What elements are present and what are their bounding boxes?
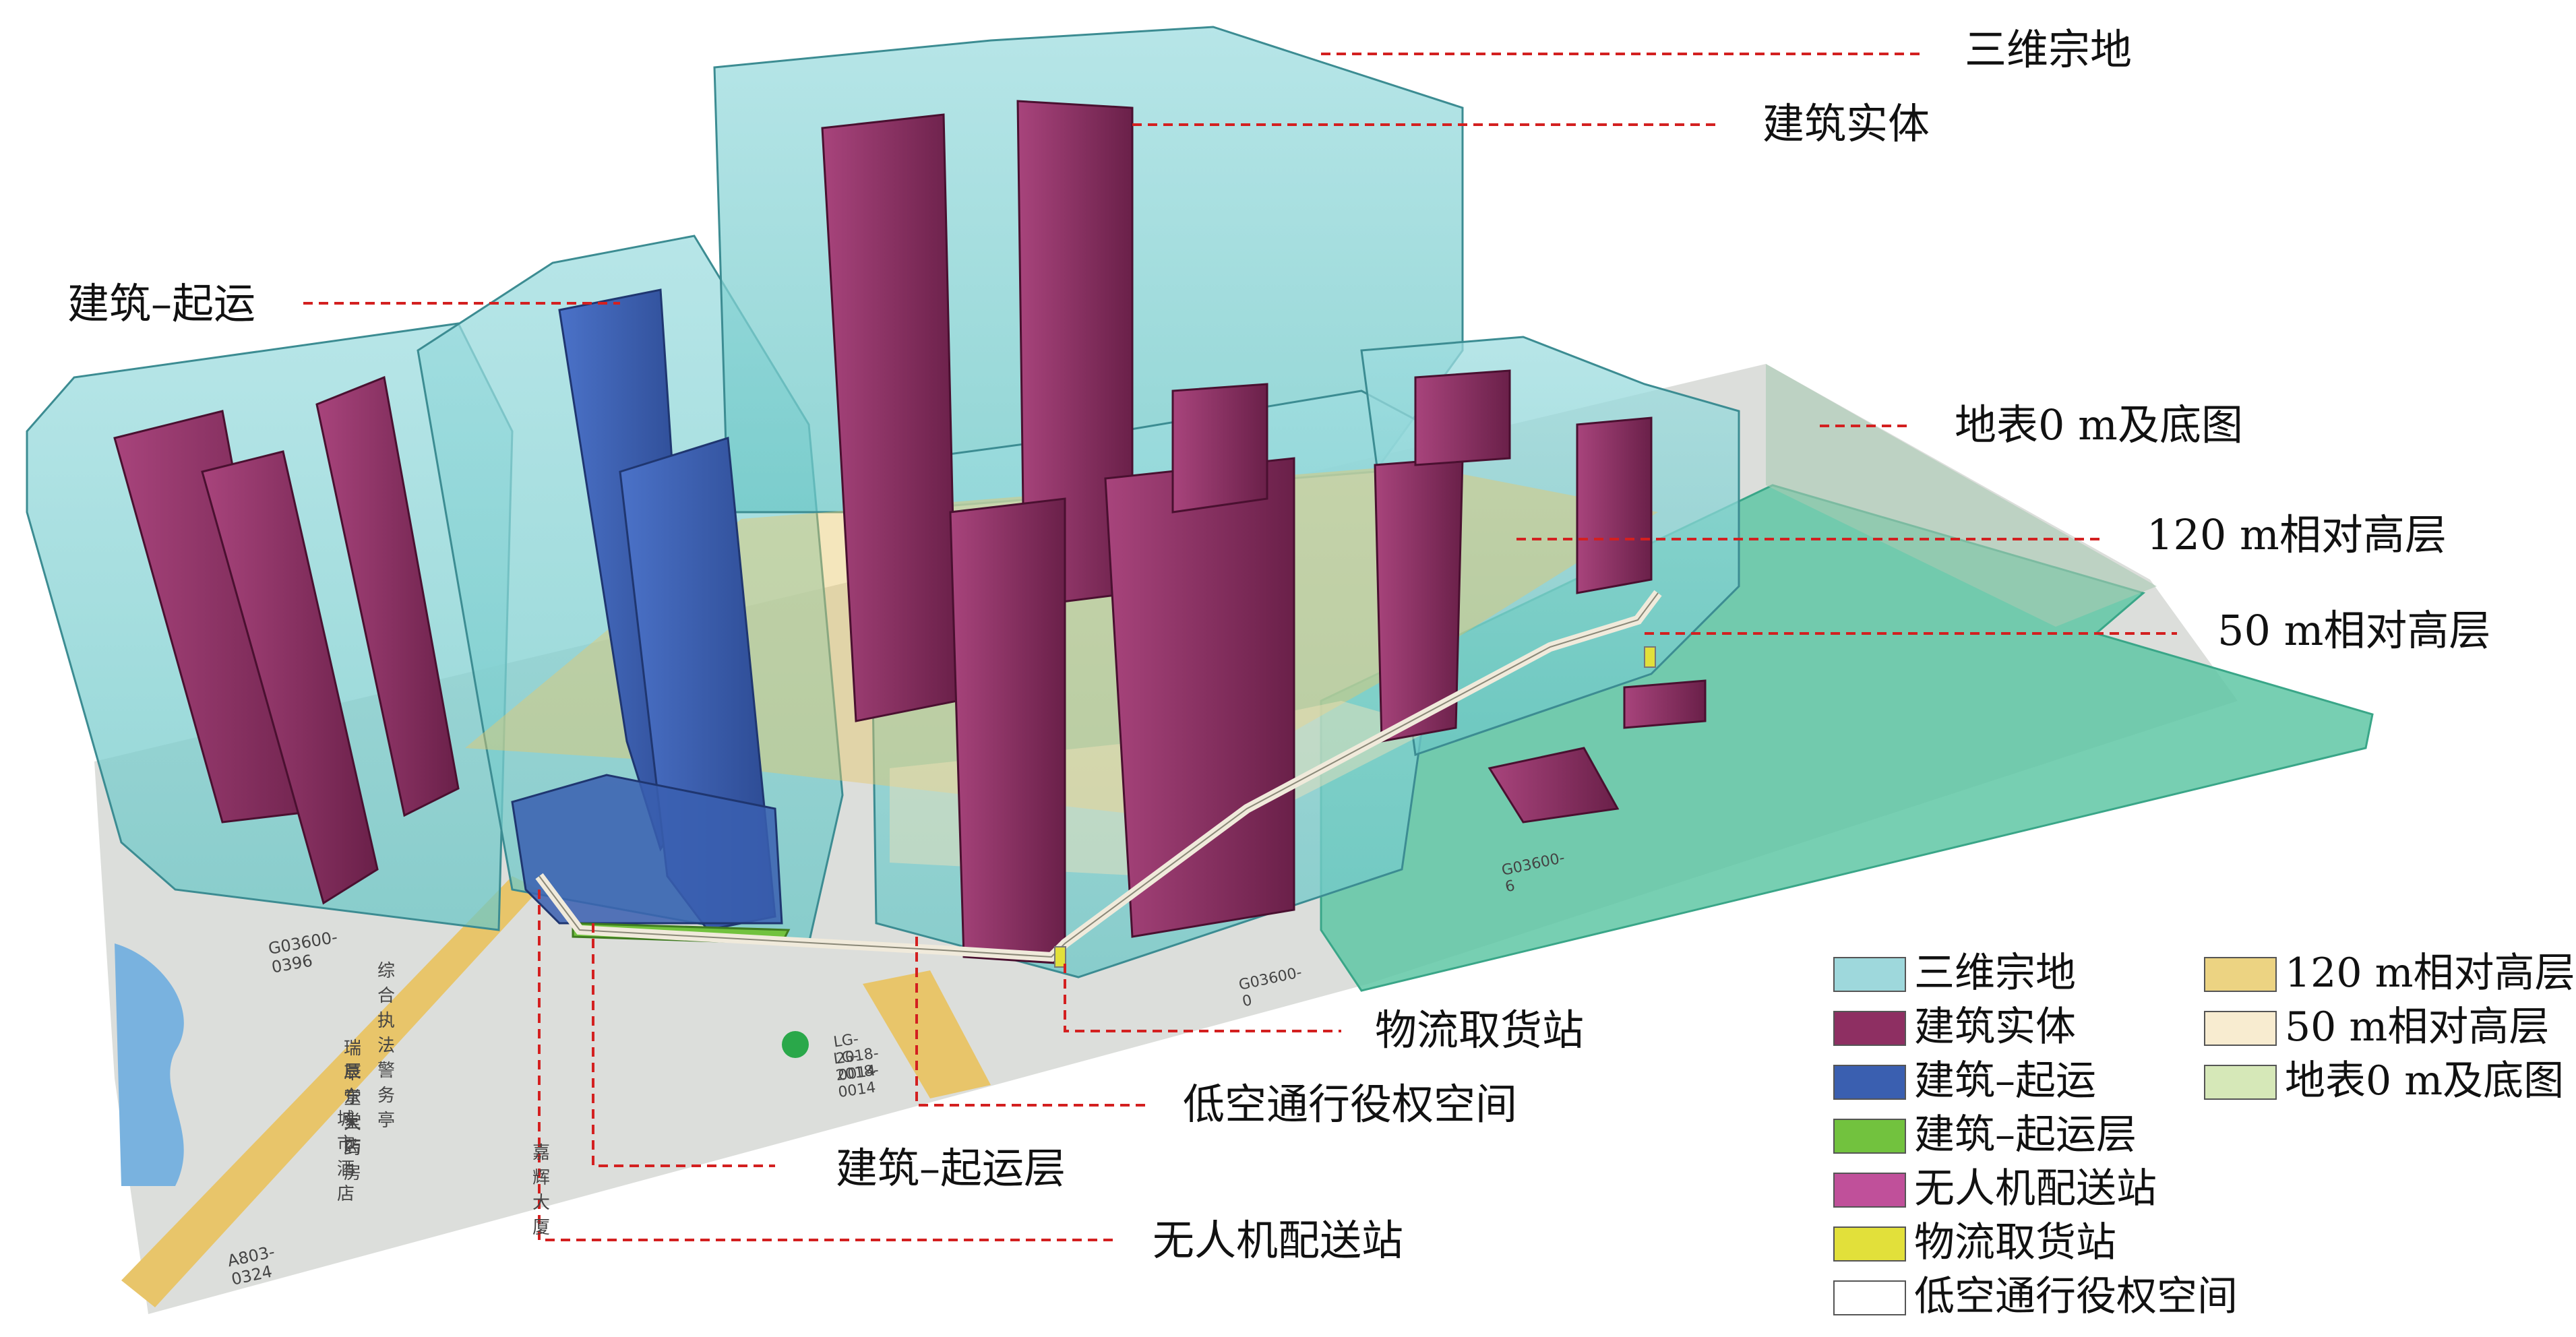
callout-building-takeoff: 建筑–起运 <box>67 279 255 328</box>
callout-takeoff-layer: 建筑–起运层 <box>836 1144 1066 1193</box>
legend-swatch-ground <box>2204 1065 2277 1100</box>
map-poi-label: 辰东堂店 <box>344 1062 362 1157</box>
map-road-yellow-2 <box>863 970 991 1098</box>
building <box>949 497 1066 965</box>
map-poi-label: 综合执法警务亭 <box>377 961 396 1131</box>
building <box>1623 679 1707 729</box>
legend-label: 建筑–起运层 <box>1914 1111 2137 1158</box>
legend-label: 低空通行役权空间 <box>1914 1273 2238 1320</box>
callout-layer-50: 50 m相对高层 <box>2217 606 2490 655</box>
map-road-yellow <box>121 876 539 1307</box>
legend-swatch-layer-50 <box>2204 1011 2277 1046</box>
map-poi-label: 城市酒店 <box>337 1109 355 1204</box>
callout-layer-120: 120 m相对高层 <box>2147 510 2447 559</box>
map-poi-label: 瑞草堂大药房 <box>344 1038 362 1183</box>
callout-pickup-station: 物流取货站 <box>1375 1005 1584 1055</box>
building <box>1104 457 1295 938</box>
ground-plane-shadow <box>1766 364 2157 627</box>
building <box>315 375 460 817</box>
building-group <box>113 100 1707 965</box>
building <box>1414 369 1511 466</box>
legend-label: 物流取货站 <box>1914 1219 2116 1266</box>
map-poi-label: 嘉辉大厦 <box>532 1143 551 1238</box>
legend-swatch-takeoff-layer <box>1833 1119 1906 1154</box>
legend-label: 地表0 m及底图 <box>2285 1057 2565 1105</box>
pickup-station-marker <box>1644 646 1656 668</box>
takeoff-base <box>511 774 783 925</box>
leader-lines <box>303 53 2177 1241</box>
legend-swatch-parcel <box>1833 957 1906 992</box>
legend-swatch-lowalt <box>1833 1280 1906 1315</box>
legend-swatch-layer-120 <box>2204 957 2277 992</box>
pickup-station-marker <box>1054 946 1066 968</box>
callout-parcel: 三维宗地 <box>1965 25 2132 74</box>
building <box>1576 416 1653 594</box>
legend-label: 建筑–起运 <box>1914 1057 2096 1105</box>
legend-swatch-drone-station <box>1833 1173 1906 1208</box>
legend-label: 50 m相对高层 <box>2285 1003 2550 1051</box>
legend-swatch-takeoff <box>1833 1065 1906 1100</box>
lowalt-passage-edge <box>539 592 1659 958</box>
callout-building: 建筑实体 <box>1762 99 1930 148</box>
legend-swatch-pickup-station <box>1833 1226 1906 1262</box>
legend-label: 无人机配送站 <box>1914 1165 2157 1212</box>
legend-swatch-building <box>1833 1011 1906 1046</box>
legend-label: 建筑实体 <box>1914 1003 2076 1051</box>
map-poi-marker <box>782 1031 809 1058</box>
building <box>1488 747 1620 823</box>
building <box>1171 383 1268 514</box>
callout-ground: 地表0 m及底图 <box>1955 400 2243 449</box>
callout-drone-station: 无人机配送站 <box>1153 1216 1403 1265</box>
callout-lowalt: 低空通行役权空间 <box>1183 1080 1517 1129</box>
legend-label: 三维宗地 <box>1914 950 2076 997</box>
map-road-label: LG-2018-0014 <box>832 1047 880 1102</box>
map-river <box>115 943 184 1186</box>
legend-label: 120 m相对高层 <box>2285 950 2575 997</box>
building <box>201 450 379 905</box>
